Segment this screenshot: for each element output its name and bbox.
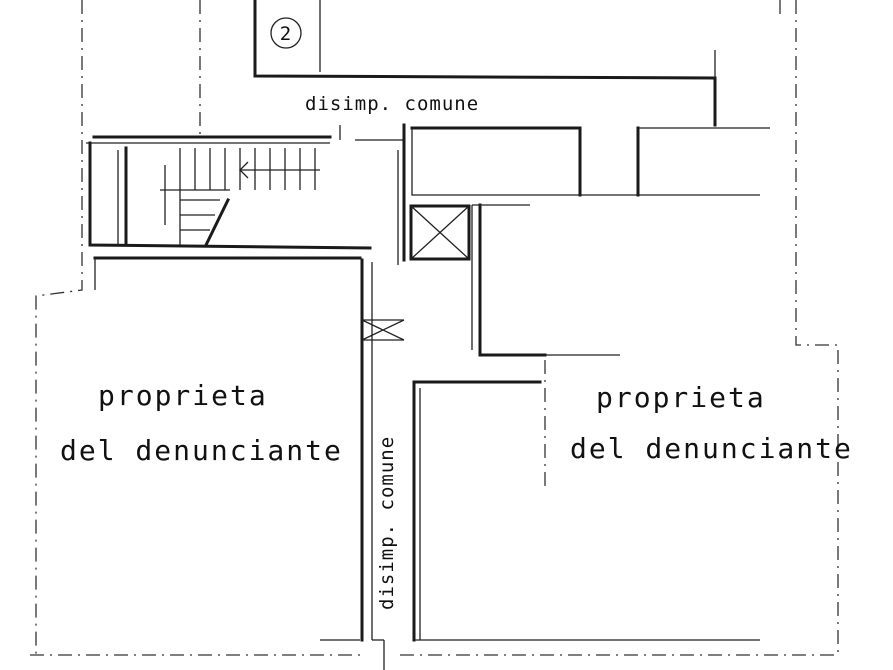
corridor-vertical-label: disimp. comune: [376, 436, 398, 610]
staircase: [86, 135, 372, 250]
corridor-top-label: disimp. comune: [305, 93, 479, 115]
shaft: [409, 204, 471, 261]
left-property-label-line2: del denunciante: [60, 434, 343, 467]
sub-number-circle: [270, 17, 302, 49]
sub-number: 2: [280, 23, 292, 45]
right-property-label-line2: del denunciante: [570, 432, 853, 465]
property-boundaries: [30, 0, 839, 656]
right-property-walls: [412, 380, 760, 642]
unit-2-block: [253, 0, 717, 127]
right-property-label-line1: proprieta: [596, 381, 766, 414]
left-property-walls: [93, 256, 362, 641]
left-property-label-line1: proprieta: [98, 379, 268, 412]
central-corridor: [339, 123, 770, 670]
